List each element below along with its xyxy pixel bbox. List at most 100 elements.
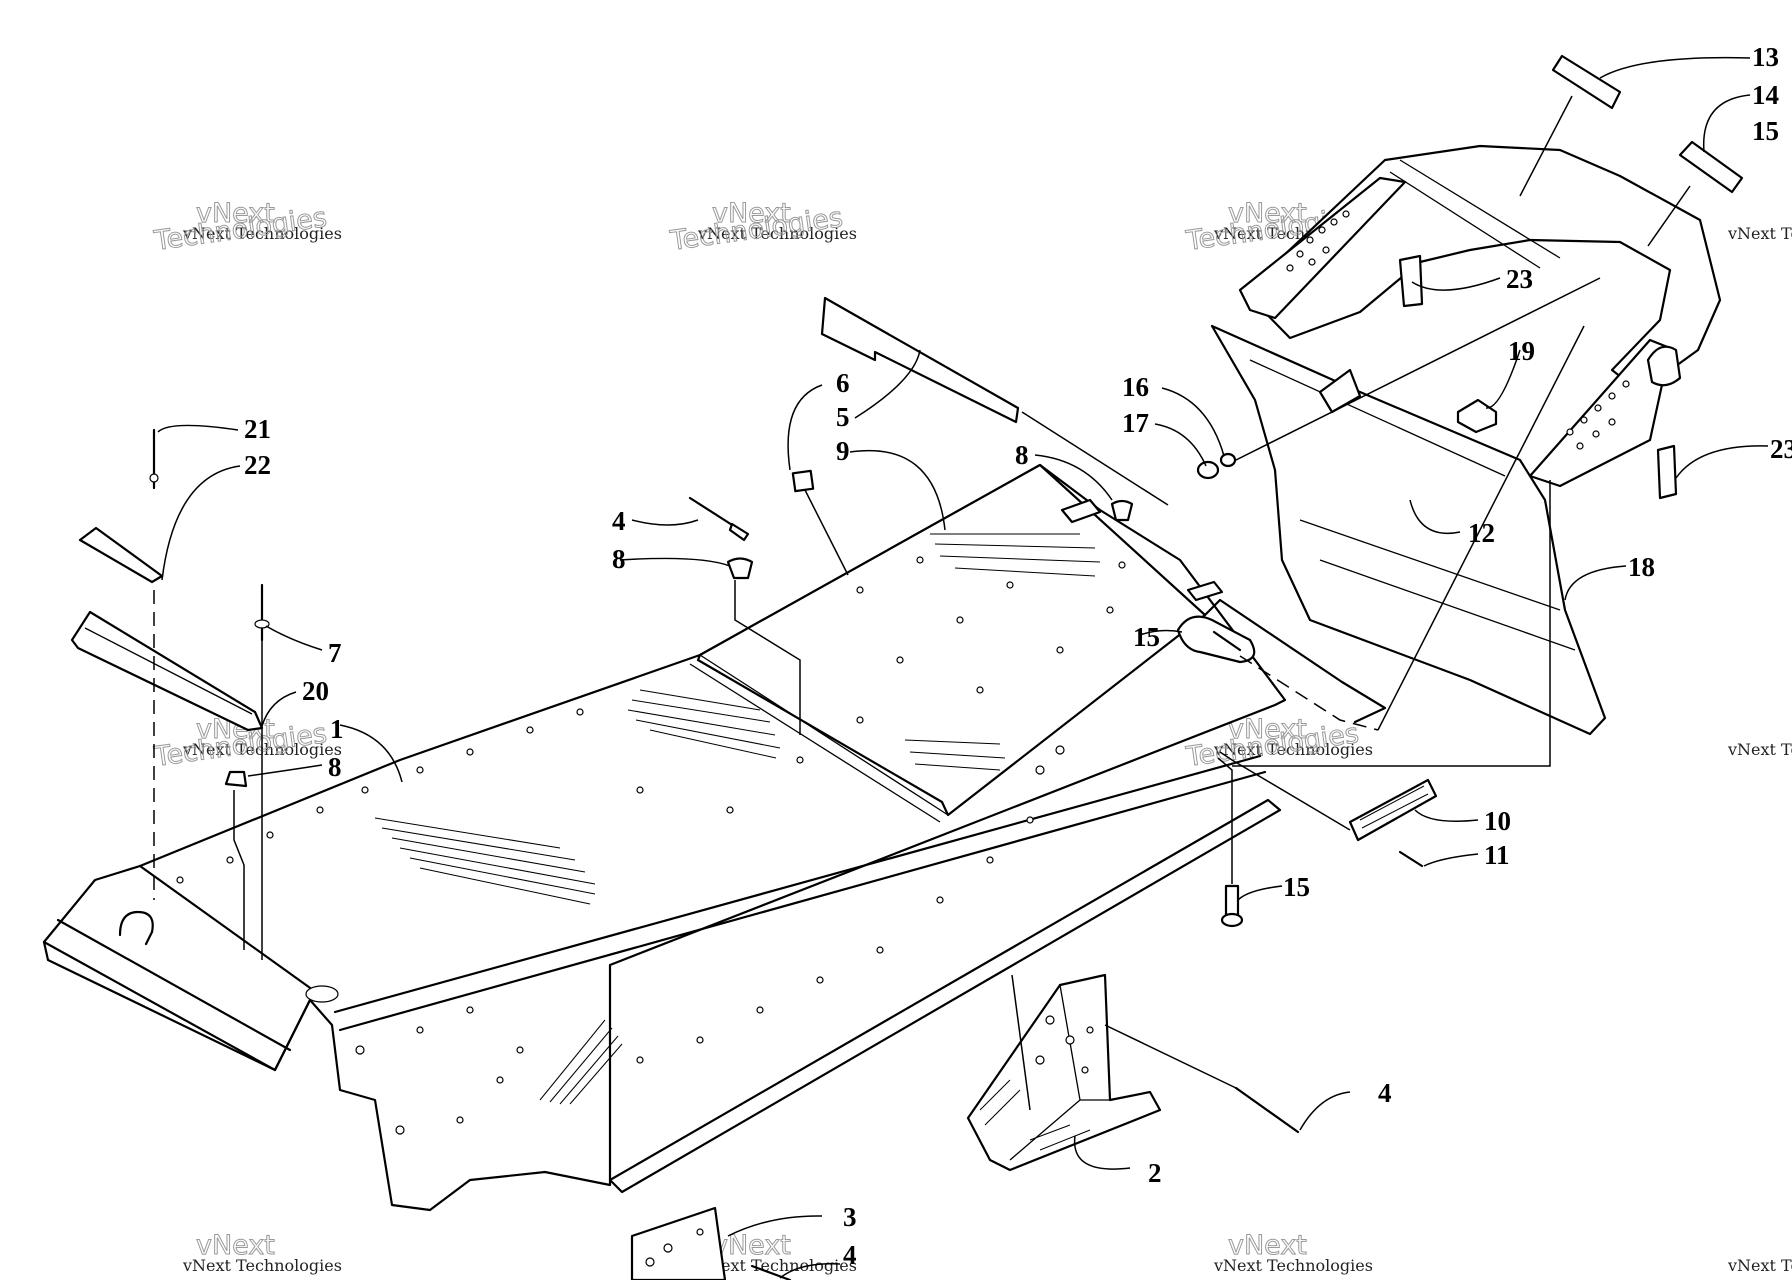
callout-20: 20 — [302, 676, 329, 706]
assembly-line-bolt-15 — [1217, 757, 1233, 884]
watermark-vnext: vNext — [1228, 198, 1307, 229]
watermark-vnext: vNext — [712, 1230, 791, 1261]
watermark-text: vNext Technologies — [1727, 740, 1792, 759]
tunnel-rivets — [176, 556, 1114, 1135]
watermark-block: vNext Technologies — [1727, 224, 1792, 243]
tunnel-keyhole — [118, 910, 154, 946]
bumper-side-right — [1528, 338, 1672, 488]
decal-part-14 — [1678, 140, 1744, 194]
bracket-hatch — [979, 1079, 1091, 1151]
bumper-side-left — [1238, 176, 1407, 320]
watermark-block: vNext vNext Technologies Technologies — [151, 198, 342, 258]
watermark-block: vNext vNext Technologies — [1213, 1230, 1373, 1276]
tunnel-part — [42, 463, 1387, 1212]
callout-21: 21 — [244, 414, 271, 444]
grommet-part-8-center — [726, 557, 754, 580]
callout-18: 18 — [1628, 552, 1655, 582]
bracket-part-20 — [70, 610, 264, 732]
plate-part-22 — [78, 526, 164, 584]
washer-part-16 — [1219, 452, 1237, 468]
screw-part-11 — [1398, 850, 1424, 868]
tunnel-hatch-front — [374, 817, 596, 905]
callout-labels: 1 2 3 4 4 4 5 6 7 8 8 8 9 10 11 12 13 14… — [244, 42, 1792, 1270]
assembly-line-16 — [1231, 277, 1601, 463]
callout-22: 22 — [244, 450, 271, 480]
watermark-text: vNext Technologies — [697, 224, 857, 243]
tunnel-side-hatch — [539, 1019, 623, 1105]
callout-4-bottom: 4 — [843, 1240, 857, 1270]
callout-3: 3 — [843, 1202, 857, 1232]
assembly-line-18 — [1232, 480, 1551, 767]
decal-guide — [804, 411, 1169, 576]
watermark-block: vNext vNext Technologies — [697, 1230, 857, 1276]
slide-rail — [608, 798, 1282, 1194]
callout-6: 6 — [836, 368, 850, 398]
watermark-vnext: vNext — [1228, 1230, 1307, 1261]
grommet-pad-2 — [1186, 580, 1224, 602]
assembly-line-13 — [1519, 95, 1573, 197]
callout-14: 14 — [1752, 80, 1779, 110]
watermark-text: vNext Technologies — [1213, 740, 1373, 759]
bumper-right-holes — [1566, 380, 1630, 450]
bolt-part-15-lower — [1220, 884, 1244, 928]
reflector-part-10 — [1348, 778, 1438, 842]
bracket-part-2 — [966, 973, 1162, 1172]
tunnel-front-flange — [42, 864, 322, 1072]
watermark-block: vNext Technologies — [1727, 740, 1792, 759]
pin-part-4-lower — [1234, 1086, 1300, 1134]
callout-16: 16 — [1122, 372, 1149, 402]
callout-15-top: 15 — [1752, 116, 1779, 146]
reflector-hatch — [1359, 785, 1429, 829]
callout-8-center: 8 — [612, 544, 626, 574]
grommet-part-8-rear — [1110, 499, 1134, 522]
callout-4-center: 4 — [612, 506, 626, 536]
watermark-block: vNext vNext Technologies Technologies — [667, 198, 857, 258]
callout-12: 12 — [1468, 518, 1495, 548]
snow-flap-part-18 — [1210, 324, 1607, 736]
watermark-vnext: vNext — [712, 198, 791, 229]
strap-part-15 — [1176, 615, 1256, 664]
watermark-vnext: vNext — [196, 1230, 275, 1261]
tunnel-rear-edge — [1203, 598, 1387, 724]
callout-15-lower: 15 — [1283, 872, 1310, 902]
watermark-text: vNext Technologies — [1727, 224, 1792, 243]
assembly-line-2 — [1011, 974, 1031, 1111]
callout-19: 19 — [1508, 336, 1535, 366]
assembly-line-15 — [1239, 655, 1379, 731]
assembly-line-14 — [1647, 185, 1691, 247]
grommet-part-8-front — [224, 770, 248, 788]
callout-11: 11 — [1484, 840, 1510, 870]
front-bracket-assembly — [70, 428, 270, 960]
watermark-text: vNext Technologies — [182, 1256, 342, 1275]
callout-23-left: 23 — [1506, 264, 1533, 294]
bumper-assembly — [1210, 54, 1744, 767]
watermark-text: vNext Technologies — [182, 224, 342, 243]
watermark-text: vNext Technologies — [1213, 1256, 1373, 1275]
callout-10: 10 — [1484, 806, 1511, 836]
watermark-block: vNext Technologies — [1727, 1256, 1792, 1275]
pin-part-4-bottom — [750, 1264, 792, 1280]
bumper-hinge — [1646, 345, 1682, 387]
callout-9: 9 — [836, 436, 850, 466]
watermark-vnext: vNext — [196, 198, 275, 229]
watermark-text: vNext Technologies — [1727, 1256, 1792, 1275]
assembly-line-10 — [1219, 751, 1351, 831]
watermark-text: vNext Technologies — [697, 1256, 857, 1275]
clip-part-23-left — [1398, 254, 1424, 308]
tunnel-hatch-rear — [904, 533, 1101, 771]
grommet-pad — [1060, 498, 1102, 524]
bumper-left-holes — [1286, 210, 1350, 272]
callout-4-lower: 4 — [1378, 1078, 1392, 1108]
watermark-block: vNext vNext Technologies — [182, 1230, 342, 1276]
bracket-part-3 — [630, 1206, 727, 1280]
decal-strip — [820, 296, 1020, 424]
callout-1: 1 — [330, 714, 344, 744]
callout-8-front: 8 — [328, 752, 342, 782]
callout-leaders — [157, 56, 1769, 1279]
nut-part-17 — [1196, 460, 1220, 480]
callout-7: 7 — [328, 638, 342, 668]
callout-5: 5 — [836, 402, 850, 432]
callout-2: 2 — [1148, 1158, 1162, 1188]
assembly-line-12 — [1377, 325, 1585, 731]
